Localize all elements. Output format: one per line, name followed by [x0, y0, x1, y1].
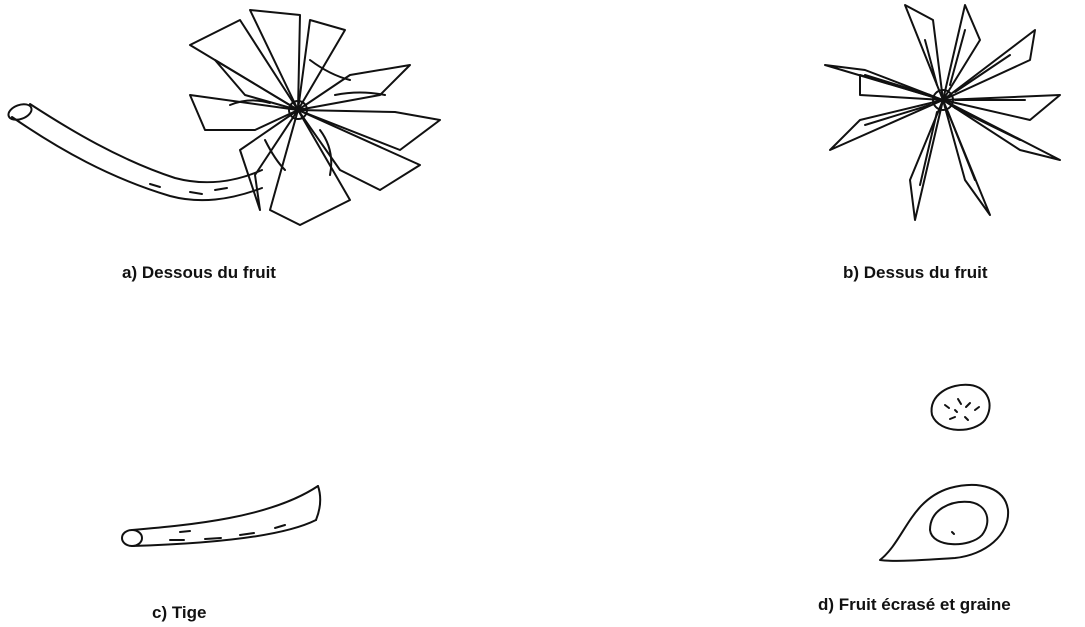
seed: [932, 385, 990, 430]
panel-c-caption: c) Tige: [152, 603, 206, 623]
panel-d-caption: d) Fruit écrasé et graine: [818, 595, 1011, 615]
stalk-drawing: [110, 480, 330, 560]
seed-drawing: [920, 375, 1000, 445]
star-fruit-top: [825, 5, 1060, 220]
fruit-top-drawing: [815, 0, 1085, 230]
stalk-on-fruit: [6, 101, 262, 200]
panel-a-caption: a) Dessous du fruit: [122, 263, 276, 283]
star-fruit-underside: [190, 10, 440, 225]
crushed-fruit: [880, 485, 1008, 561]
panel-b-caption: b) Dessus du fruit: [843, 263, 988, 283]
fruit-underside-drawing: [0, 0, 470, 240]
stalk: [122, 486, 320, 546]
crushed-fruit-drawing: [870, 460, 1020, 570]
